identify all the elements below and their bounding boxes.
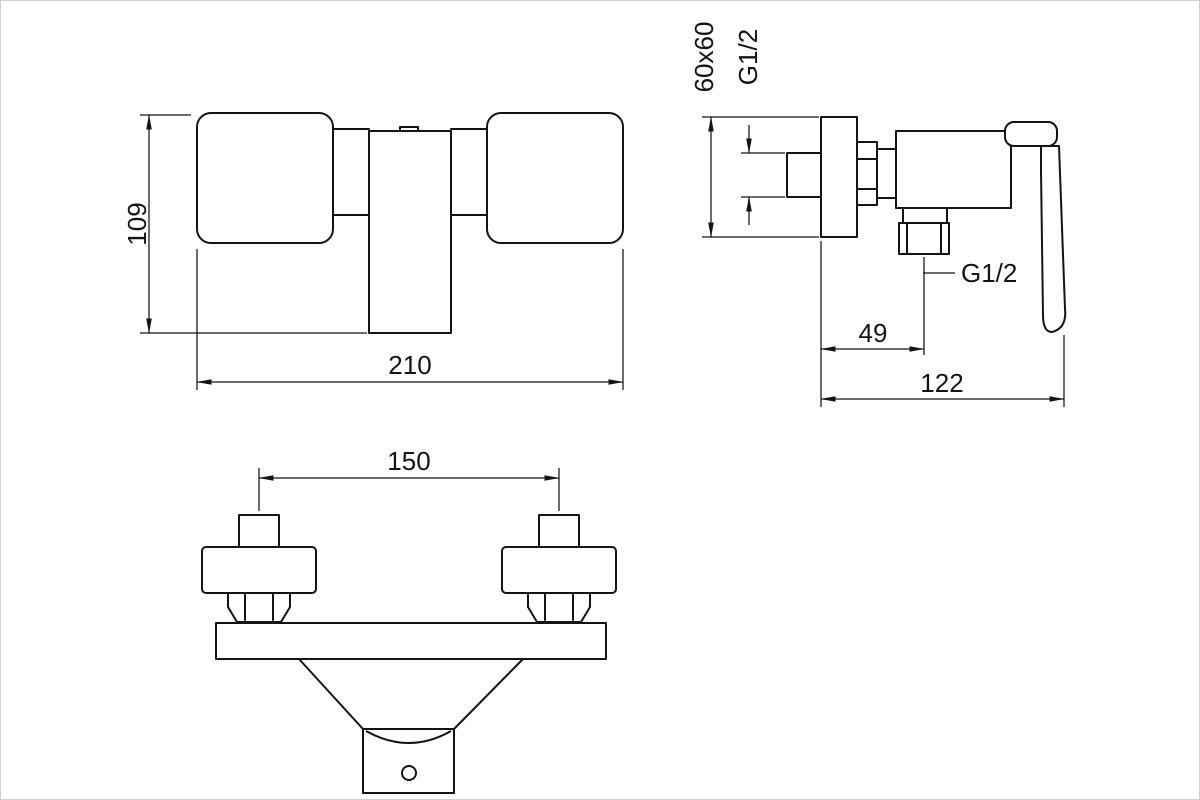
bottom-view-mixer-body	[201, 514, 617, 794]
depth-dimension-label: 122	[920, 368, 963, 398]
outlet-thread-label: G1/2	[961, 258, 1017, 288]
right-mount-block	[501, 546, 617, 594]
left-escutcheon-block	[196, 112, 334, 244]
set-screw-hole	[401, 765, 417, 781]
inlet-thread-dimension-label: G1/2	[733, 29, 763, 85]
bottom-body-bar	[215, 622, 607, 660]
side-view-dimensions: 60x60 G1/2 G1/2 49 122	[689, 22, 1065, 407]
left-mount-nut	[227, 592, 291, 623]
side-lever-cap	[1004, 121, 1058, 147]
plate-dimension-label: 60x60	[689, 22, 719, 93]
left-mount-square	[238, 514, 280, 548]
outlet-step	[902, 207, 948, 224]
side-view-mixer-body	[786, 116, 1067, 333]
front-width-dimension-label: 210	[388, 350, 431, 380]
left-mount-block	[201, 546, 317, 594]
outlet-offset-dimension-label: 49	[859, 318, 888, 348]
right-escutcheon-block	[486, 112, 624, 244]
wall-supply-fitting	[786, 152, 822, 198]
front-view-mixer-body	[196, 112, 624, 334]
taper-edge-right	[453, 658, 524, 730]
mount-spacing-dimension-label: 150	[387, 446, 430, 476]
front-lever-handle	[368, 130, 452, 334]
handle-grip-contour	[365, 730, 452, 744]
connection-nut-inner	[876, 148, 897, 199]
wall-plate	[820, 116, 858, 238]
right-mount-square	[538, 514, 580, 548]
connection-nut-outer	[856, 141, 878, 206]
front-view-dimensions: 109 210	[122, 114, 624, 390]
side-lever-blade	[1040, 145, 1067, 333]
bottom-handle-end	[362, 728, 455, 794]
taper-edge-left	[298, 658, 364, 730]
front-height-dimension-label: 109	[122, 202, 152, 245]
right-mount-nut	[527, 592, 591, 623]
side-main-body	[895, 130, 1012, 209]
bottom-view-dimensions: 150	[258, 446, 560, 511]
